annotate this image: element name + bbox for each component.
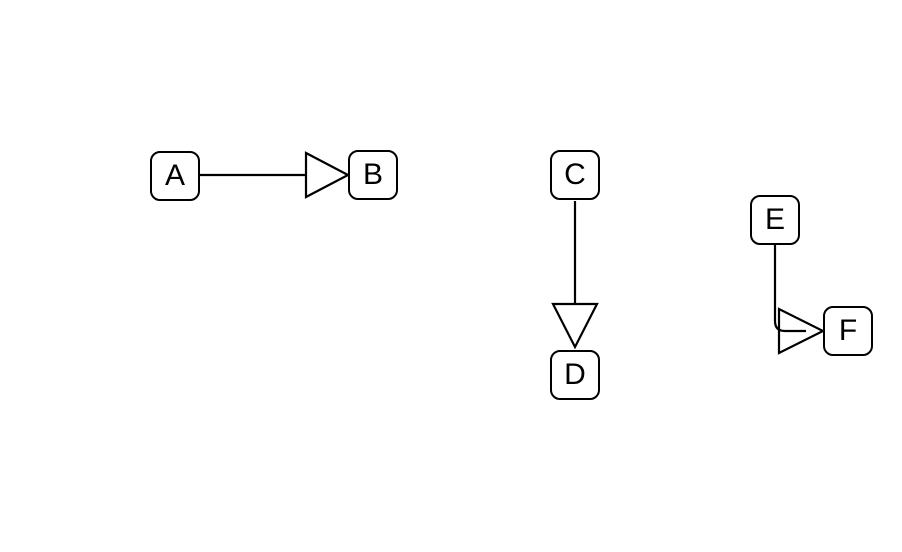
node-c-label: C xyxy=(564,158,586,191)
edge-a-b-arrowhead-icon xyxy=(304,151,351,199)
node-d: D xyxy=(550,350,600,400)
edge-c-d-arrowhead-icon xyxy=(551,302,599,350)
edge-c-d xyxy=(551,201,599,350)
edge-e-f-line xyxy=(773,245,806,333)
node-a-label: A xyxy=(164,159,185,192)
node-e: E xyxy=(750,195,800,245)
node-b-label: B xyxy=(362,158,383,191)
node-b: B xyxy=(348,150,398,200)
edge-a-b xyxy=(200,151,351,199)
node-d-label: D xyxy=(564,358,586,391)
node-f: F xyxy=(823,306,873,356)
node-c: C xyxy=(550,150,600,200)
node-f-label: F xyxy=(838,314,858,347)
node-a: A xyxy=(150,151,200,201)
edge-e-f xyxy=(773,245,826,355)
node-e-label: E xyxy=(764,203,785,236)
